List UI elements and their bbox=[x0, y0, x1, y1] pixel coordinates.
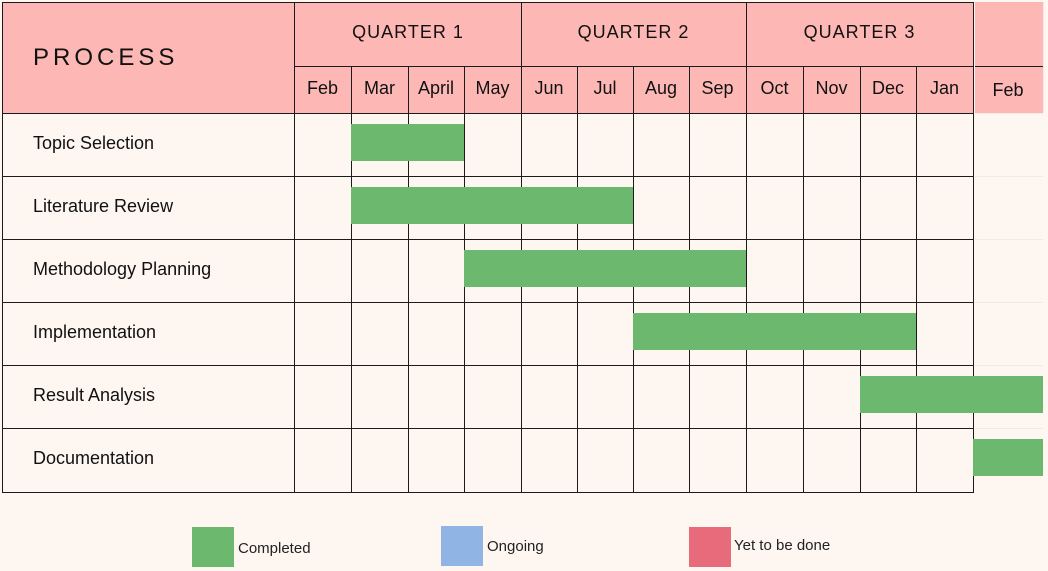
quarter-3-label: QUARTER 3 bbox=[803, 22, 916, 42]
task-bar bbox=[860, 376, 1043, 413]
task-label: Topic Selection bbox=[33, 133, 155, 153]
grid-line bbox=[521, 2, 522, 492]
task-label: Implementation bbox=[33, 322, 157, 342]
gantt-chart: PROCESS QUARTER 1 QUARTER 2 QUARTER 3 Fe… bbox=[2, 2, 1044, 493]
grid-line bbox=[2, 113, 974, 114]
legend-yet-to-be-done-label: Yet to be done bbox=[734, 537, 831, 554]
grid-line bbox=[2, 2, 974, 3]
task-label: Methodology Planning bbox=[33, 259, 212, 279]
task-bar bbox=[351, 124, 464, 161]
grid-line bbox=[975, 428, 1043, 429]
grid-line bbox=[408, 66, 409, 492]
grid-line bbox=[294, 66, 973, 67]
task-bar bbox=[973, 439, 1043, 476]
header-background-extra-column bbox=[975, 2, 1043, 113]
grid-line bbox=[973, 2, 974, 492]
grid-line bbox=[975, 365, 1043, 366]
month-label: Feb bbox=[306, 78, 339, 98]
grid-line bbox=[2, 302, 974, 303]
month-label: Sep bbox=[701, 78, 734, 98]
task-label: Result Analysis bbox=[33, 385, 156, 405]
month-label: Dec bbox=[871, 78, 904, 98]
task-bar bbox=[633, 313, 916, 350]
grid-line bbox=[746, 2, 747, 492]
legend-yet-to-be-done-swatch bbox=[689, 527, 731, 567]
quarter-1-label: QUARTER 1 bbox=[352, 22, 464, 42]
grid-line bbox=[2, 176, 974, 177]
grid-line bbox=[860, 66, 861, 492]
process-header: PROCESS bbox=[33, 44, 179, 71]
grid-line bbox=[2, 492, 974, 493]
grid-line bbox=[975, 302, 1043, 303]
legend-completed-swatch bbox=[192, 527, 234, 567]
legend-completed-label: Completed bbox=[238, 540, 311, 557]
grid-line bbox=[975, 66, 1043, 67]
month-label: Oct bbox=[760, 78, 789, 98]
grid-line bbox=[351, 66, 352, 492]
task-label: Literature Review bbox=[33, 196, 174, 216]
month-label: Jan bbox=[929, 78, 960, 98]
grid-line bbox=[1043, 2, 1044, 113]
grid-line bbox=[975, 113, 1043, 114]
month-label: Nov bbox=[815, 78, 848, 98]
month-label: May bbox=[475, 78, 510, 98]
month-label: April bbox=[417, 78, 454, 98]
grid-line bbox=[2, 428, 974, 429]
grid-line bbox=[975, 176, 1043, 177]
grid-line bbox=[2, 2, 3, 492]
month-label: Jul bbox=[593, 78, 617, 98]
legend-ongoing-swatch bbox=[441, 526, 483, 566]
month-label: Aug bbox=[644, 78, 678, 98]
month-label: Jun bbox=[534, 78, 564, 98]
grid-line bbox=[803, 66, 804, 492]
month-label: Mar bbox=[364, 78, 395, 98]
grid-line bbox=[975, 239, 1043, 240]
quarter-2-label: QUARTER 2 bbox=[577, 22, 690, 42]
grid-line bbox=[2, 365, 974, 366]
grid-line bbox=[916, 66, 917, 492]
task-label: Documentation bbox=[33, 448, 155, 468]
task-bar bbox=[351, 187, 633, 224]
grid-line bbox=[294, 2, 295, 492]
header-background bbox=[2, 2, 973, 113]
grid-line bbox=[2, 239, 974, 240]
month-label: Feb bbox=[992, 80, 1024, 100]
legend-ongoing-label: Ongoing bbox=[487, 538, 544, 555]
task-bar bbox=[464, 250, 746, 287]
